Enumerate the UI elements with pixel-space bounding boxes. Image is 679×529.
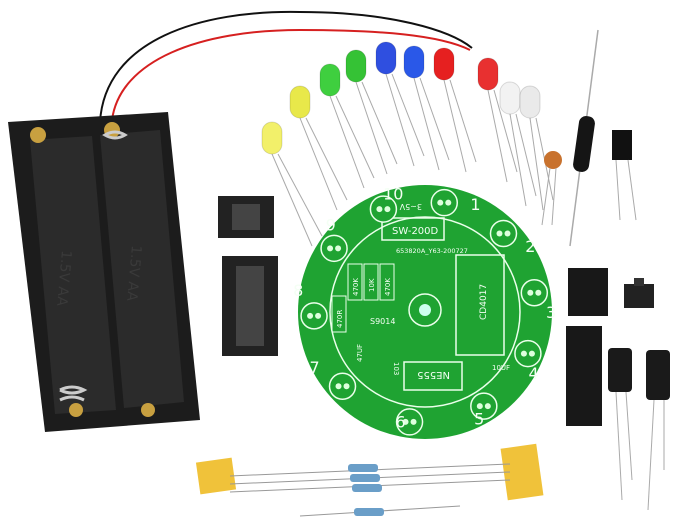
led-pad <box>514 339 542 368</box>
led <box>345 49 398 175</box>
push-button <box>624 278 654 308</box>
cap-10-label: 10UF <box>492 364 510 372</box>
battery-label-left: 1.5V AA <box>53 250 74 307</box>
led-number: 8 <box>293 281 303 300</box>
ceramic-capacitor <box>541 151 562 226</box>
battery-holder: 1.5V AA 1.5V AA <box>8 112 200 432</box>
led-number: 2 <box>525 237 535 256</box>
led <box>403 45 450 171</box>
led-number: 1 <box>470 195 480 214</box>
led-number: 9 <box>326 216 336 235</box>
ne555-chip <box>568 268 608 316</box>
led-number: 7 <box>309 358 319 377</box>
resistor-strip <box>195 443 544 517</box>
led-pad <box>328 372 357 401</box>
ic-timer-label: NE555 <box>417 369 450 380</box>
tilt-switch <box>569 29 599 247</box>
led <box>375 41 425 167</box>
resistor-label-2: 10K <box>368 278 376 292</box>
ic-socket-8pin <box>218 196 274 238</box>
resistor-label-3: 470K <box>384 278 392 296</box>
led-pad <box>470 392 498 420</box>
led-pad <box>430 188 459 217</box>
led <box>319 63 375 189</box>
cap-47-label: 47UF <box>356 344 364 362</box>
board-code: 653820A_Y63-200727 <box>396 247 468 255</box>
led-pads: 1 2 3 4 5 6 7 8 9 10 <box>293 185 556 436</box>
led-pad <box>300 302 328 330</box>
led-number: 5 <box>474 410 484 429</box>
led-pad <box>395 408 424 436</box>
led <box>519 85 554 211</box>
led-number: 3 <box>546 303 556 322</box>
electrolytic-capacitors <box>608 348 670 511</box>
pcb-board: SW-200D 3~5V 653820A_Y63-200727 CD4017 N… <box>293 185 556 439</box>
power-label: 3~5V <box>399 202 422 211</box>
black-wire <box>99 10 473 123</box>
led <box>499 81 537 207</box>
led-number: 10 <box>383 185 403 204</box>
led <box>289 85 348 211</box>
cd4017-chip <box>566 326 602 426</box>
resistor-label-1: 470K <box>352 278 360 296</box>
led-pad <box>320 234 348 263</box>
switch-label: SW-200D <box>392 226 439 237</box>
transistor-label: S9014 <box>370 317 395 326</box>
resistor-label-4: 470R <box>336 310 344 328</box>
led-number: 4 <box>529 364 539 383</box>
red-wire <box>111 28 471 121</box>
led-group <box>261 41 554 247</box>
ic-counter-label: CD4017 <box>479 284 489 320</box>
transistor <box>612 130 637 221</box>
led-pad <box>369 195 398 223</box>
led <box>261 121 323 247</box>
led <box>477 57 518 183</box>
battery-label-right: 1.5V AA <box>123 245 144 302</box>
ceramic-cap-label: 103 <box>392 362 400 375</box>
led-number: 6 <box>395 412 405 431</box>
led-pad <box>520 278 549 307</box>
ic-socket-16pin <box>222 256 278 356</box>
led-pad <box>489 219 518 248</box>
led <box>433 47 477 173</box>
